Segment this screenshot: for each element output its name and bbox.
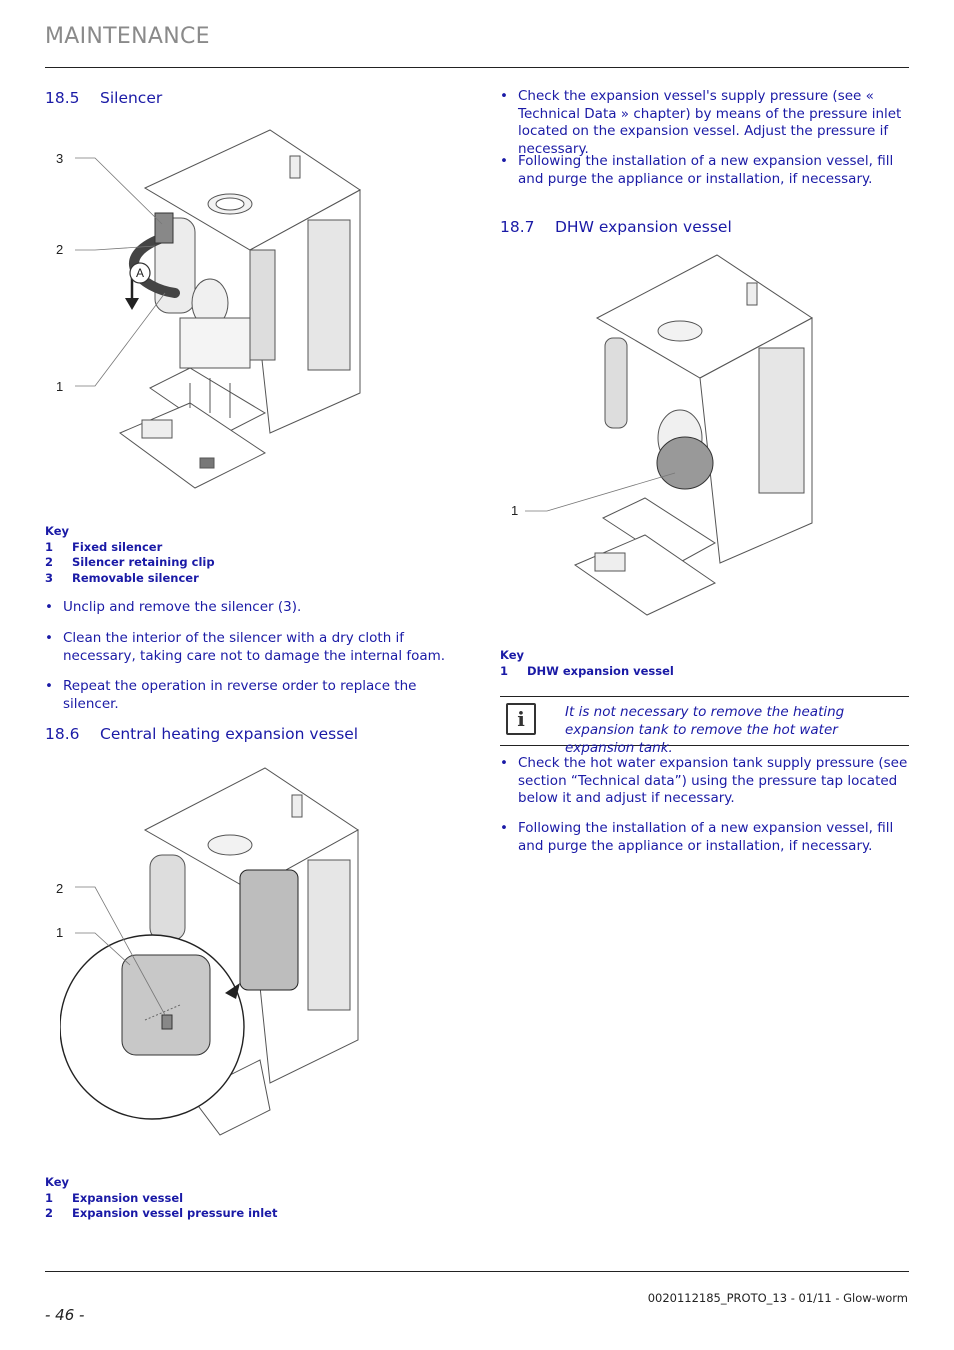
bullet-item: •Check the expansion vessel's supply pre…	[500, 88, 902, 157]
page-header-title: MAINTENANCE	[45, 24, 210, 49]
section-number: 18.5	[45, 89, 80, 107]
callout-2: 2	[56, 881, 64, 896]
bullet-item: •Clean the interior of the silencer with…	[45, 630, 446, 664]
note-text: It is not necessary to remove the heatin…	[565, 704, 845, 756]
info-icon: i	[506, 703, 536, 735]
bullet-item: •Unclip and remove the silencer (3).	[45, 599, 302, 615]
section-18-7-heading: 18.7 DHW expansion vessel	[500, 218, 732, 236]
header-rule	[45, 67, 909, 68]
page-number: - 46 -	[45, 1306, 85, 1324]
expansion-vessel-illustration	[60, 765, 370, 1170]
section-number: 18.6	[45, 725, 80, 743]
bullet-item: •Repeat the operation in reverse order t…	[45, 678, 417, 712]
section-18-6-heading: 18.6 Central heating expansion vessel	[45, 725, 358, 743]
bullet-item: •Following the installation of a new exp…	[500, 820, 894, 854]
section-title: Central heating expansion vessel	[100, 725, 359, 743]
section-18-5-heading: 18.5 Silencer	[45, 89, 162, 107]
section-title: DHW expansion vessel	[555, 218, 732, 236]
bullet-item: •Following the installation of a new exp…	[500, 153, 894, 187]
information-note: i It is not necessary to remove the heat…	[500, 696, 909, 756]
key-label: Key	[45, 1175, 70, 1189]
section-title: Silencer	[100, 89, 163, 107]
footer-rule	[45, 1271, 909, 1272]
key-label: Key	[45, 524, 70, 538]
bullet-item: •Check the hot water expansion tank supp…	[500, 755, 908, 806]
callout-2: 2	[56, 242, 64, 257]
callout-1: 1	[511, 503, 519, 518]
callout-1: 1	[56, 379, 64, 394]
callout-1: 1	[56, 925, 64, 940]
section-number: 18.7	[500, 218, 535, 236]
dhw-expansion-vessel-illustration	[525, 253, 820, 633]
silencer-illustration	[70, 128, 370, 503]
callout-3: 3	[56, 151, 64, 166]
callout-a: A	[136, 266, 145, 280]
key-label: Key	[500, 648, 525, 662]
document-reference: 0020112185_PROTO_13 - 01/11 - Glow-worm	[647, 1291, 908, 1305]
